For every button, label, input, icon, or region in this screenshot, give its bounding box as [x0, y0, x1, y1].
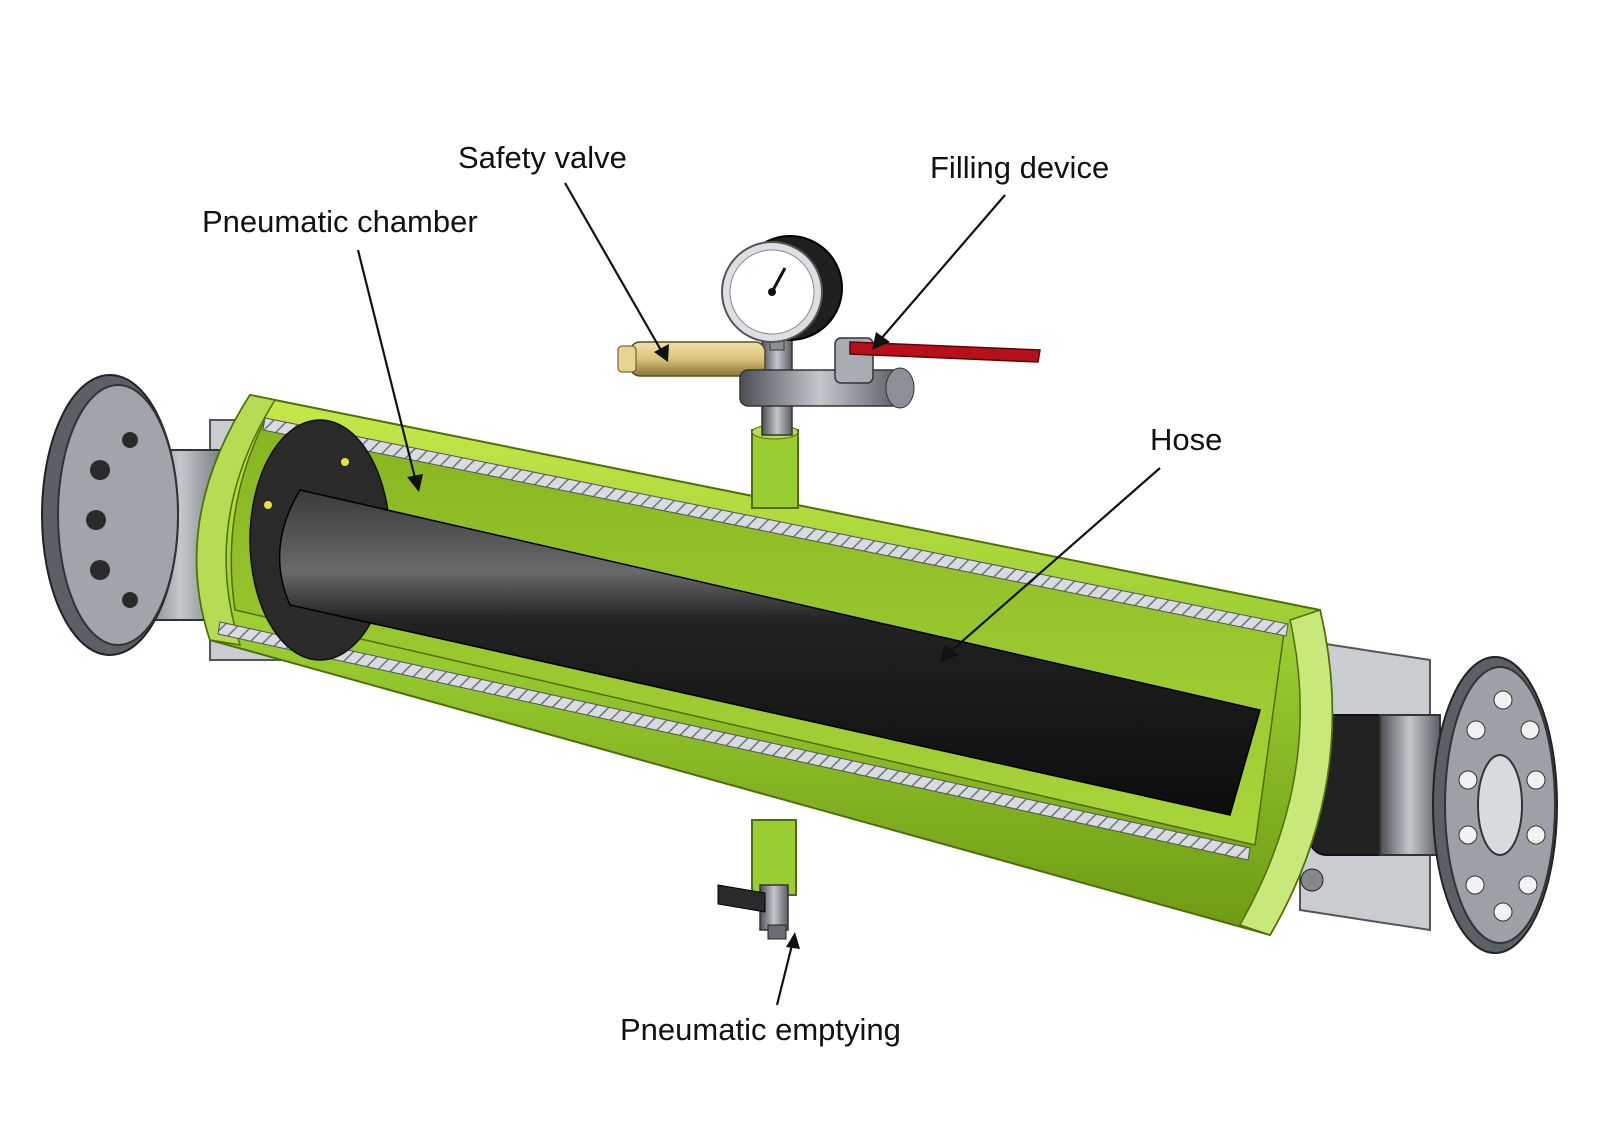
right-flange: [1299, 638, 1558, 954]
leader-pneumatic-emptying: [775, 944, 794, 1006]
top-fittings: [617, 235, 1041, 509]
label-pneumatic-chamber: Pneumatic chamber: [202, 204, 478, 239]
leader-lines: [356, 182, 1161, 1006]
hose: [278, 489, 1261, 816]
leader-pneumatic-chamber: [356, 249, 417, 479]
leader-safety-valve: [564, 182, 663, 353]
label-pneumatic-emptying: Pneumatic emptying: [620, 1012, 901, 1047]
arrowhead-pneumatic-emptying: [786, 932, 800, 949]
label-filling-device: Filling device: [930, 150, 1109, 185]
arrowhead-pneumatic-chamber: [407, 474, 423, 492]
arrowhead-safety-valve: [654, 344, 669, 362]
bottom-port: [717, 819, 797, 940]
leader-hose: [949, 467, 1161, 653]
arrowhead-filling-device: [872, 332, 890, 350]
label-hose: Hose: [1150, 422, 1222, 457]
label-safety-valve: Safety valve: [458, 140, 627, 175]
arrowhead-hose: [940, 645, 959, 662]
leader-filling-device: [879, 194, 1006, 341]
